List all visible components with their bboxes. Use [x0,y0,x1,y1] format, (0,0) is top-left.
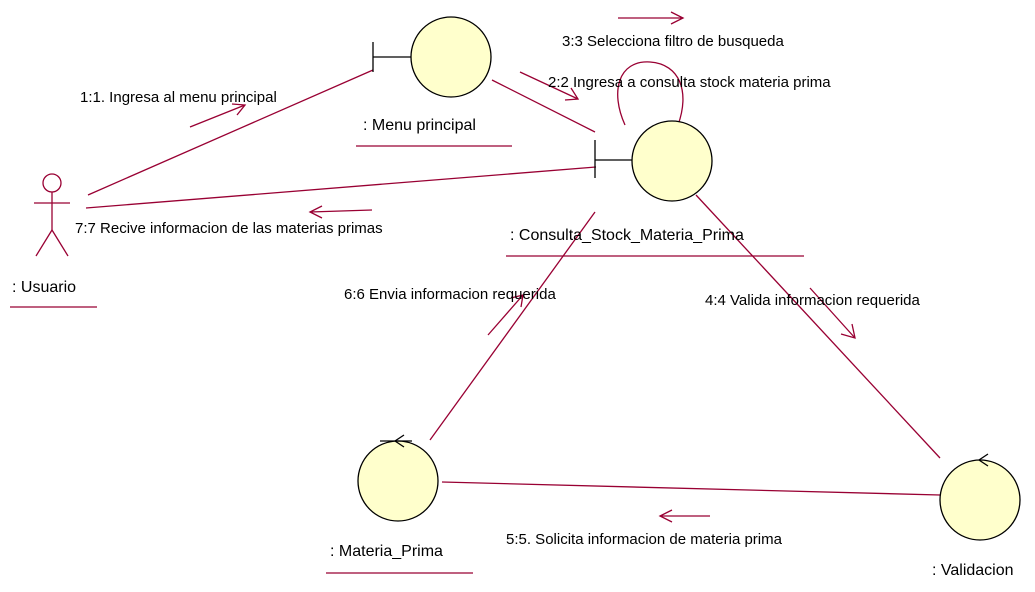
arrow-m3 [618,11,685,25]
actor-head-icon [42,173,62,193]
message-label-m1: 1:1. Ingresa al menu principal [80,89,277,106]
usuario-label: : Usuario [12,279,76,296]
message-label-m4: 4:4 Valida informacion requerida [705,292,921,309]
message-arrows [189,11,856,523]
arrow-m2 [519,71,580,101]
link-usuario-menu [87,69,374,196]
links [85,61,941,496]
arrow-m5 [658,509,710,523]
message-label-m5: 5:5. Solicita informacion de materia pri… [506,531,783,548]
boundary-consulta-stock[interactable] [594,120,713,202]
self-link-consulta [617,61,684,126]
control-arrowhead-icon [977,453,989,467]
materia-prima-label: : Materia_Prima [330,543,443,560]
entity-materia-prima[interactable] [357,440,439,522]
boundary-icon [631,120,713,202]
validacion-label: : Validacion [932,562,1014,579]
message-label-m2: 2:2 Ingresa a consulta stock materia pri… [548,74,831,91]
actor-usuario[interactable] [34,173,70,257]
link-materia-validacion [441,481,941,496]
arrow-m4 [809,287,856,339]
entity-icon [357,440,439,522]
control-icon [939,459,1021,541]
boundary-icon [410,16,492,98]
link-consulta-materia [429,211,596,441]
boundary-menu-principal[interactable] [372,16,492,98]
menu-principal-label: : Menu principal [363,117,476,134]
arrow-m7 [308,205,373,219]
message-label-m7: 7:7 Recive informacion de las materias p… [75,220,383,237]
message-label-m6: 6:6 Envia informacion requerida [344,286,556,303]
message-label-m3: 3:3 Selecciona filtro de busqueda [562,33,784,50]
link-menu-consulta [491,79,596,133]
arrow-m6 [487,294,524,336]
control-validacion[interactable] [939,453,1021,541]
link-consulta-validacion [695,194,941,459]
consulta-label: : Consulta_Stock_Materia_Prima [510,227,744,244]
arrow-m1 [189,103,247,128]
entity-arrowhead-icon [393,434,405,448]
link-usuario-consulta [85,166,597,209]
